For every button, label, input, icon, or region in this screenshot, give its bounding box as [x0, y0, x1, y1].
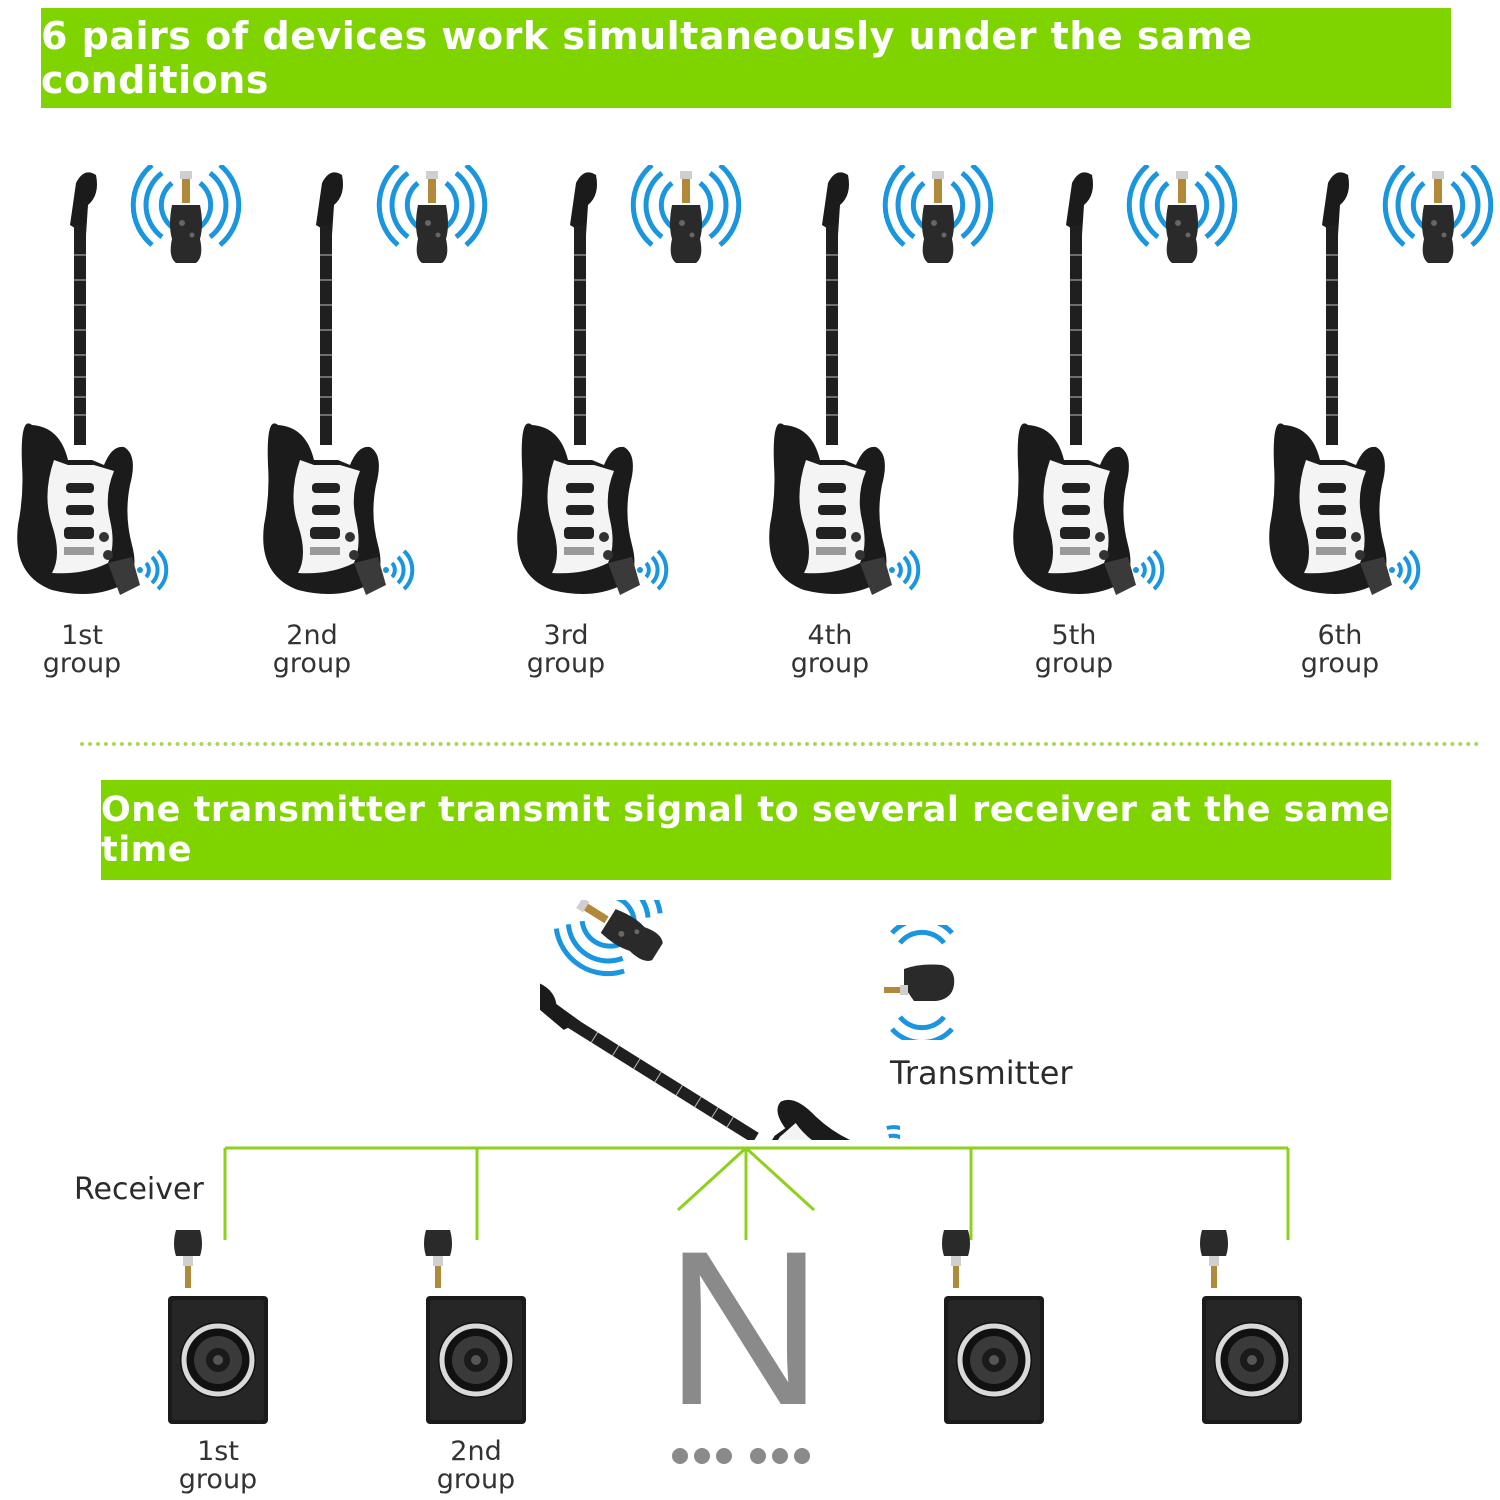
receiver-label-2-line2: group: [436, 1464, 516, 1495]
pair-label-3-line1: 3rd: [543, 620, 589, 651]
receiver-plug-icon: [942, 1230, 970, 1288]
transmitter-label: Transmitter: [890, 1054, 1073, 1092]
pair-3: [512, 165, 742, 605]
receiver-speaker-2: [424, 1230, 528, 1426]
receiver-plug-icon: [424, 1230, 452, 1288]
pair-label-4: 4th group: [760, 622, 900, 678]
pair-label-6: 6th group: [1270, 622, 1410, 678]
receiver-plug-icon: [1200, 1230, 1228, 1288]
n-symbol: N: [664, 1205, 824, 1451]
banner-top: 6 pairs of devices work simultaneously u…: [41, 8, 1451, 108]
pair-label-2: 2nd group: [242, 622, 382, 678]
pair-label-2-line1: 2nd: [286, 620, 338, 651]
section-divider: [80, 742, 1480, 746]
transmitter-device-icon: [884, 925, 955, 1040]
pair-label-1-line2: group: [42, 648, 122, 679]
receiver-label: Receiver: [74, 1172, 204, 1207]
receiver-speaker-1: [166, 1230, 270, 1426]
ellipsis-dots: [672, 1448, 810, 1464]
guitar-icon: [764, 165, 994, 605]
signal-waves-icon: [890, 925, 954, 1040]
banner-middle: One transmitter transmit signal to sever…: [101, 780, 1391, 880]
receiver-label-2-line1: 2nd: [450, 1436, 502, 1467]
pair-6: [1264, 165, 1494, 605]
guitar-icon: [1008, 165, 1238, 605]
receiver-plug-icon: [174, 1230, 202, 1288]
speaker-icon: [1202, 1296, 1302, 1424]
pair-label-5: 5th group: [1004, 622, 1144, 678]
pair-label-3-line2: group: [526, 648, 606, 679]
receiver-label-1: 1st group: [148, 1438, 288, 1494]
guitar-icon: [258, 165, 488, 605]
receiver-label-1-line2: group: [178, 1464, 258, 1495]
pair-label-5-line1: 5th: [1051, 620, 1097, 651]
pair-label-4-line1: 4th: [807, 620, 853, 651]
receiver-speaker-4: [1200, 1230, 1304, 1426]
receiver-label-2: 2nd group: [406, 1438, 546, 1494]
pair-1: [12, 165, 242, 605]
pair-label-2-line2: group: [272, 648, 352, 679]
connection-lines: [223, 1146, 1290, 1240]
guitar-icon: [1264, 165, 1494, 605]
speaker-icon: [944, 1296, 1044, 1424]
guitar-icon: [512, 165, 742, 605]
pair-4: [764, 165, 994, 605]
transmitter-guitar-icon: [540, 900, 900, 1140]
pair-label-1-line1: 1st: [61, 620, 103, 651]
pair-2: [258, 165, 488, 605]
pair-label-5-line2: group: [1034, 648, 1114, 679]
pair-label-1: 1st group: [12, 622, 152, 678]
pair-label-4-line2: group: [790, 648, 870, 679]
receiver-speaker-3: [942, 1230, 1046, 1426]
receiver-label-1-line1: 1st: [197, 1436, 239, 1467]
pair-label-6-line1: 6th: [1317, 620, 1363, 651]
banner-top-text: 6 pairs of devices work simultaneously u…: [41, 14, 1253, 102]
speaker-icon: [168, 1296, 268, 1424]
pair-label-3: 3rd group: [496, 622, 636, 678]
guitar-icon: [12, 165, 242, 605]
banner-middle-text: One transmitter transmit signal to sever…: [101, 790, 1391, 870]
speaker-icon: [426, 1296, 526, 1424]
pair-5: [1008, 165, 1238, 605]
pair-label-6-line2: group: [1300, 648, 1380, 679]
